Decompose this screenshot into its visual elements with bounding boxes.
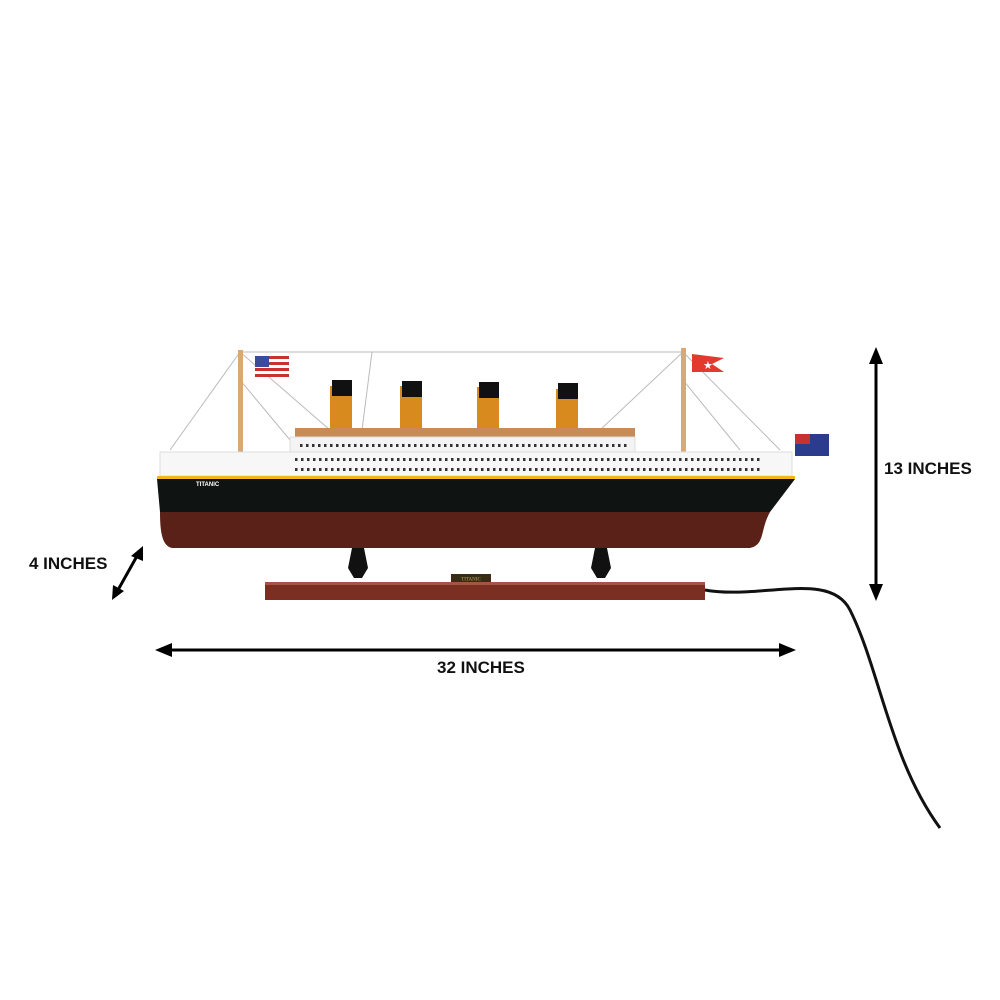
svg-text:★: ★ bbox=[703, 359, 713, 372]
superstructure bbox=[159, 451, 793, 477]
height-label: 13 INCHES bbox=[884, 459, 972, 478]
width-label: 32 INCHES bbox=[437, 658, 525, 677]
main-mast bbox=[681, 348, 686, 463]
plaque-text: TITANIC bbox=[461, 578, 481, 583]
pedestal-left bbox=[348, 548, 368, 578]
fore-mast bbox=[238, 350, 243, 465]
funnels bbox=[330, 380, 578, 434]
gold-stripe bbox=[157, 476, 795, 479]
power-cable bbox=[704, 586, 942, 829]
pedestal-right bbox=[591, 548, 611, 578]
hull-black bbox=[157, 479, 795, 512]
us-flag-icon bbox=[255, 356, 289, 377]
display-base bbox=[265, 582, 705, 600]
hull-name: TITANIC bbox=[196, 482, 220, 488]
hull-red bbox=[160, 512, 770, 548]
name-plaque bbox=[451, 574, 491, 582]
white-star-line-flag-icon: ★ bbox=[692, 354, 724, 372]
boat-deck bbox=[295, 428, 635, 437]
depth-label: 4 INCHES bbox=[29, 554, 108, 573]
depth-arrow bbox=[116, 555, 139, 591]
blue-ensign-flag-icon bbox=[795, 434, 829, 456]
